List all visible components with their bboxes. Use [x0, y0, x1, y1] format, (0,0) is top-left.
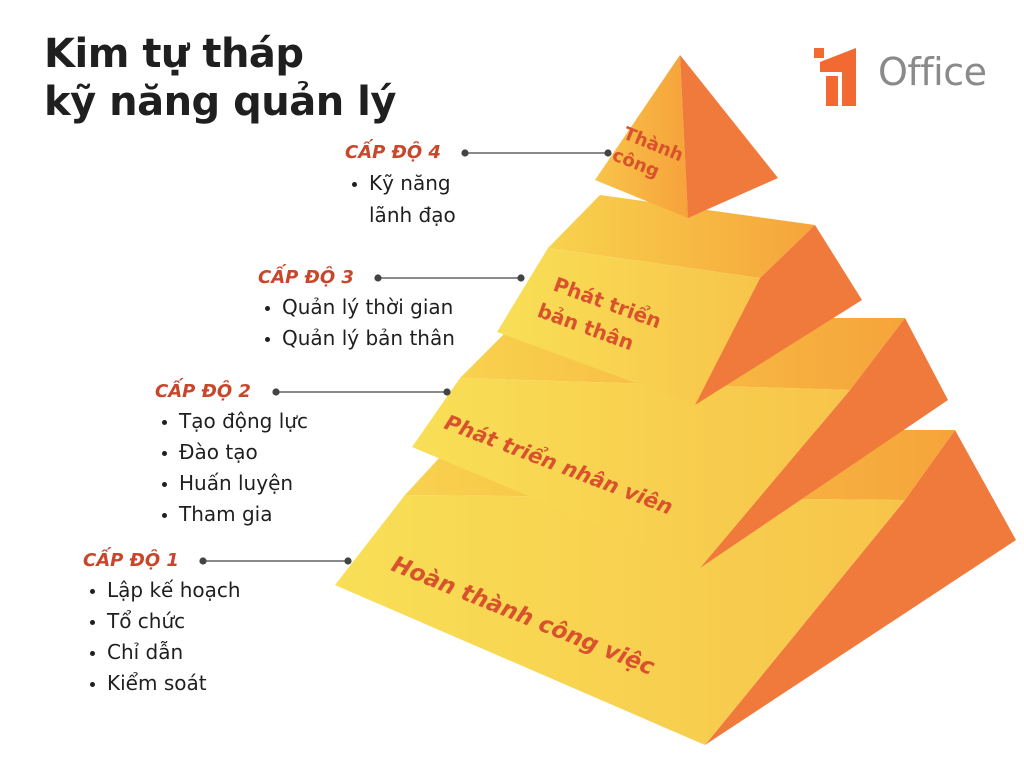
list-item: Tham gia [179, 499, 308, 530]
page-title: Kim tự tháp kỹ năng quản lý [44, 30, 396, 126]
list-item: Kiểm soát [107, 668, 241, 699]
connector-level-3-end-dot [517, 274, 525, 282]
connector-level-2-start-dot [272, 388, 280, 396]
list-item: Tổ chức [107, 606, 241, 637]
level-4-list: Kỹ năng lãnh đạo [345, 167, 456, 231]
level-4-annotation: CẤP ĐỘ 4 Kỹ năng lãnh đạo [345, 141, 456, 231]
list-item: Huấn luyện [179, 468, 308, 499]
connector-level-4-end-dot [604, 149, 612, 157]
level-2-list: Tạo động lực Đào tạo Huấn luyện Tham gia [155, 406, 308, 530]
connector-level-1-end-dot [344, 557, 352, 565]
logo-text: Office [878, 50, 987, 94]
tier-1-front [335, 495, 905, 745]
connector-level-3-start-dot [374, 274, 382, 282]
list-item: Chỉ dẫn [107, 637, 241, 668]
tier-2-front [412, 378, 850, 568]
tier-4-front [595, 55, 688, 218]
list-item: Lập kế hoạch [107, 575, 241, 606]
level-3-annotation: CẤP ĐỘ 3 Quản lý thời gian Quản lý bản t… [258, 266, 455, 354]
level-3-list: Quản lý thời gian Quản lý bản thân [258, 292, 455, 354]
office-logo: Office [812, 44, 1002, 108]
connector-level-4-start-dot [461, 149, 469, 157]
level-1-title: CẤP ĐỘ 1 [83, 550, 179, 571]
connector-level-2-end-dot [443, 388, 451, 396]
tier-4 [595, 55, 778, 218]
level-2-title: CẤP ĐỘ 2 [155, 381, 251, 402]
tier-2-side [700, 318, 948, 568]
tier-1-side [705, 430, 1016, 745]
list-item: Đào tạo [179, 437, 308, 468]
tier-4-side [680, 55, 778, 218]
level-1-list: Lập kế hoạch Tổ chức Chỉ dẫn Kiểm soát [83, 575, 241, 699]
list-item: Tạo động lực [179, 406, 308, 437]
list-item: Quản lý bản thân [282, 323, 455, 354]
tier-3 [497, 195, 862, 405]
level-2-annotation: CẤP ĐỘ 2 Tạo động lực Đào tạo Huấn luyện… [155, 380, 308, 530]
level-4-title: CẤP ĐỘ 4 [345, 142, 441, 163]
tier-3-top [548, 195, 815, 278]
title-line-2: kỹ năng quản lý [44, 79, 396, 125]
tier-3-front [497, 248, 760, 405]
level-3-title: CẤP ĐỘ 3 [258, 267, 354, 288]
connectors [199, 149, 612, 565]
list-item: Quản lý thời gian [282, 292, 455, 323]
level-1-annotation: CẤP ĐỘ 1 Lập kế hoạch Tổ chức Chỉ dẫn Ki… [83, 549, 241, 699]
list-item: Kỹ năng [369, 167, 456, 199]
connector-level-1-start-dot [199, 557, 207, 565]
logo-mark-icon [814, 48, 856, 106]
title-line-1: Kim tự tháp [44, 31, 304, 77]
tier-3-side [695, 225, 862, 405]
list-item: lãnh đạo [369, 203, 456, 227]
